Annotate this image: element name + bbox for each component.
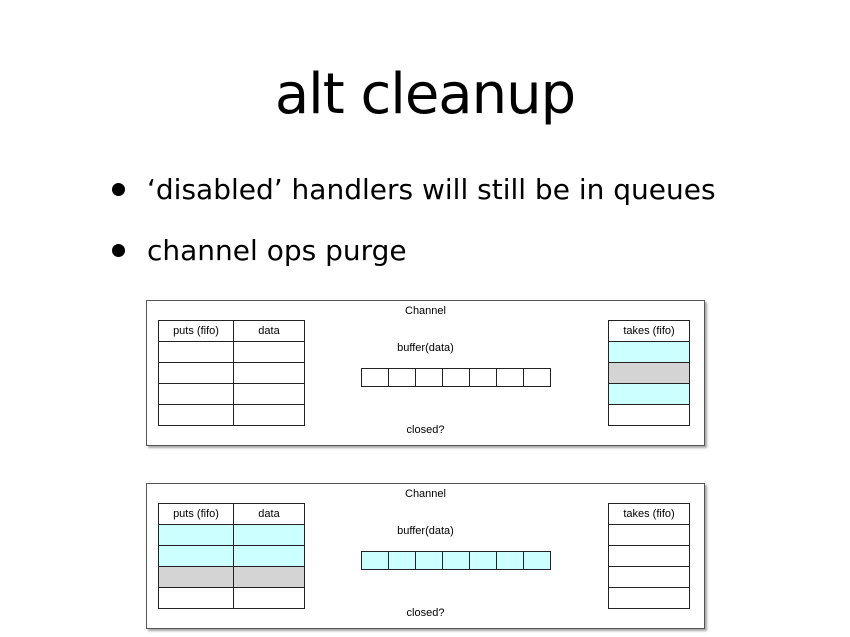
puts-cell	[158, 383, 234, 405]
puts-header-row: puts (fifo) data	[158, 320, 305, 342]
buffer-cell	[389, 369, 416, 386]
takes-cell	[608, 404, 690, 426]
data-cell	[233, 383, 305, 405]
puts-cell	[158, 545, 234, 567]
data-header: data	[233, 320, 305, 342]
takes-cell	[608, 383, 690, 405]
takes-header-row: takes (fifo)	[608, 503, 690, 525]
bullet-item: ‘disabled’ handlers will still be in que…	[112, 173, 716, 206]
takes-row	[608, 404, 690, 426]
data-cell	[233, 587, 305, 609]
puts-cell	[158, 566, 234, 588]
buffer-cell	[470, 552, 497, 569]
puts-row	[158, 545, 305, 567]
takes-queue-table: takes (fifo)	[608, 320, 690, 426]
bullet-item: channel ops purge	[112, 234, 407, 267]
buffer-array	[361, 551, 551, 570]
buffer-label: buffer(data)	[397, 525, 454, 537]
puts-row	[158, 566, 305, 588]
puts-row	[158, 404, 305, 426]
puts-queue-table: puts (fifo) data	[158, 320, 305, 426]
puts-cell	[158, 587, 234, 609]
channel-title: Channel	[405, 305, 446, 317]
puts-row	[158, 341, 305, 363]
takes-header: takes (fifo)	[608, 503, 690, 525]
buffer-cell	[524, 369, 550, 386]
buffer-cell	[443, 552, 470, 569]
puts-cell	[158, 362, 234, 384]
bullet-text: ‘disabled’ handlers will still be in que…	[147, 173, 716, 206]
puts-row	[158, 524, 305, 546]
buffer-cell	[362, 369, 389, 386]
buffer-label: buffer(data)	[397, 342, 454, 354]
takes-row	[608, 341, 690, 363]
buffer-cell	[416, 552, 443, 569]
puts-cell	[158, 404, 234, 426]
data-header: data	[233, 503, 305, 525]
buffer-cell	[470, 369, 497, 386]
channel-panel-after: Channel puts (fifo) data buffer(data) cl…	[146, 483, 705, 629]
buffer-cell	[362, 552, 389, 569]
bullet-dot-icon	[112, 183, 125, 196]
puts-queue-table: puts (fifo) data	[158, 503, 305, 609]
puts-cell	[158, 524, 234, 546]
buffer-array	[361, 368, 551, 387]
closed-label: closed?	[406, 607, 445, 619]
buffer-cell	[524, 552, 550, 569]
takes-cell	[608, 524, 690, 546]
takes-row	[608, 524, 690, 546]
slide-title: alt cleanup	[274, 62, 576, 127]
takes-queue-table: takes (fifo)	[608, 503, 690, 609]
puts-header-row: puts (fifo) data	[158, 503, 305, 525]
channel-panel-before: Channel puts (fifo) data buffer(data) cl…	[146, 300, 705, 446]
channel-title: Channel	[405, 488, 446, 500]
data-cell	[233, 362, 305, 384]
data-cell	[233, 566, 305, 588]
puts-row	[158, 362, 305, 384]
takes-cell	[608, 566, 690, 588]
takes-header: takes (fifo)	[608, 320, 690, 342]
bullet-dot-icon	[112, 244, 125, 257]
buffer-cell	[389, 552, 416, 569]
bullet-text: channel ops purge	[147, 234, 407, 267]
buffer-cell	[416, 369, 443, 386]
puts-row	[158, 383, 305, 405]
data-cell	[233, 545, 305, 567]
buffer-cell	[497, 369, 524, 386]
puts-header: puts (fifo)	[158, 320, 234, 342]
buffer-cell	[443, 369, 470, 386]
takes-cell	[608, 362, 690, 384]
takes-cell	[608, 341, 690, 363]
buffer-cell	[497, 552, 524, 569]
takes-row	[608, 566, 690, 588]
puts-header: puts (fifo)	[158, 503, 234, 525]
takes-row	[608, 362, 690, 384]
puts-row	[158, 587, 305, 609]
takes-row	[608, 383, 690, 405]
closed-label: closed?	[406, 424, 445, 436]
takes-cell	[608, 587, 690, 609]
data-cell	[233, 404, 305, 426]
takes-cell	[608, 545, 690, 567]
takes-header-row: takes (fifo)	[608, 320, 690, 342]
takes-row	[608, 545, 690, 567]
takes-row	[608, 587, 690, 609]
